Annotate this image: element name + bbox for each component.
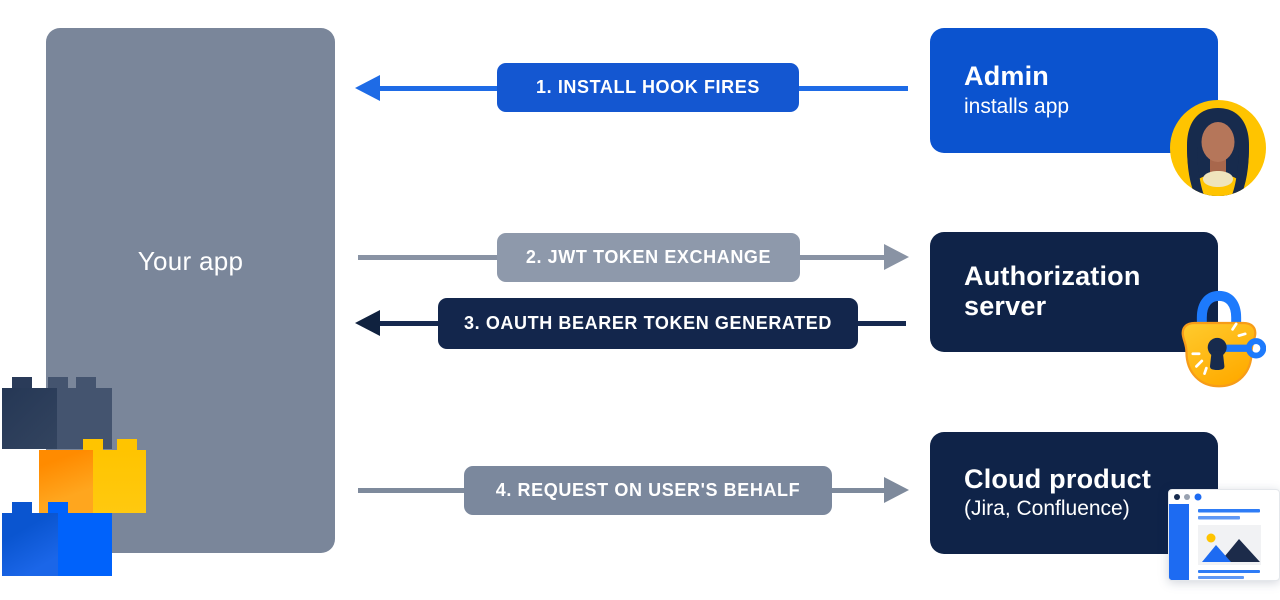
auth-server-node-box: Authorization server (930, 232, 1218, 352)
lego-brick-yellow-icon (39, 439, 146, 513)
cloud-product-node-title: Cloud product (964, 463, 1152, 494)
browser-window-icon (1168, 489, 1280, 581)
lego-brick-blue-icon (2, 502, 112, 576)
admin-avatar-icon (1170, 100, 1266, 196)
arrow2-label: 2. JWT TOKEN EXCHANGE (497, 233, 800, 282)
admin-node-title: Admin (964, 61, 1049, 92)
lego-brick-navy-icon (2, 377, 112, 449)
arrow1-left-arrowhead-icon (355, 75, 380, 101)
arrow2-right-arrowhead-icon (884, 244, 909, 270)
arrow3-left-arrowhead-icon (355, 310, 380, 336)
padlock-key-icon (1172, 284, 1266, 390)
auth-server-node-title: Authorization server (964, 261, 1141, 321)
arrow4-label: 4. REQUEST ON USER'S BEHALF (464, 466, 832, 515)
cloud-product-node-subtitle: (Jira, Confluence) (964, 497, 1130, 521)
arrow4-right-arrowhead-icon (884, 477, 909, 503)
your-app-label: Your app (137, 246, 244, 276)
admin-node-subtitle: installs app (964, 94, 1070, 118)
admin-node-box: Admin installs app (930, 28, 1218, 153)
arrow1-label: 1. INSTALL HOOK FIRES (497, 63, 799, 112)
arrow3-label: 3. OAUTH BEARER TOKEN GENERATED (438, 298, 858, 349)
